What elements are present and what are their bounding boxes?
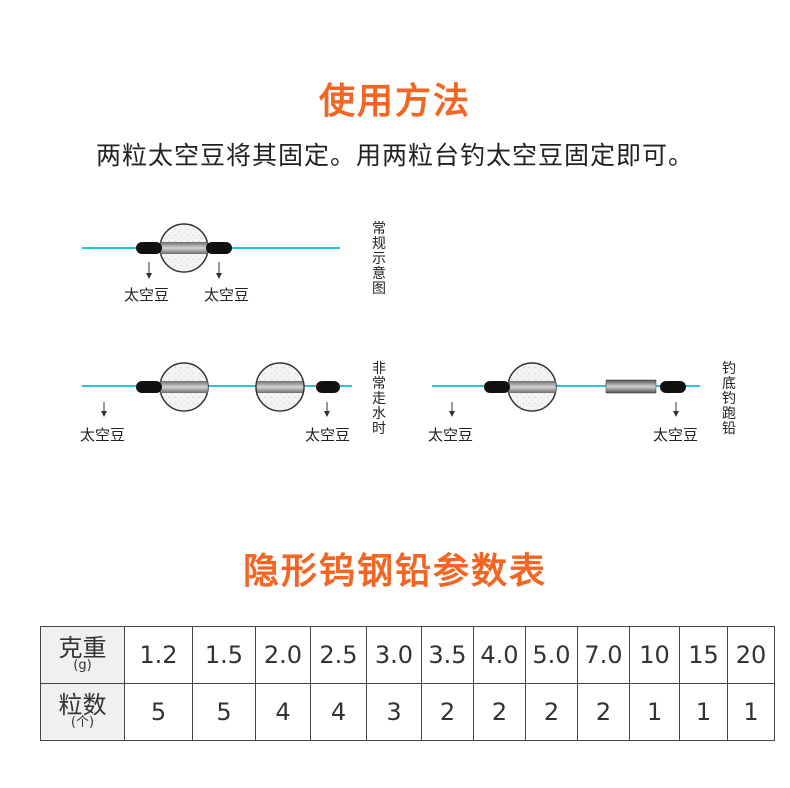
count-cell: 1 [727, 683, 775, 741]
weight-cell: 2.0 [255, 626, 311, 684]
space-bean-label: 太空豆 [80, 426, 126, 444]
weight-unit: (g) [73, 658, 92, 673]
weight-cell: 3.5 [421, 626, 474, 684]
space-bean-right [206, 242, 232, 254]
sinker-sleeve [257, 381, 303, 393]
weight-cell: 1.2 [124, 626, 193, 684]
count-cell: 2 [525, 683, 578, 741]
sinker-tube [605, 379, 657, 394]
space-bean-label: 太空豆 [204, 286, 250, 304]
params-title: 隐形钨钢铅参数表 [242, 551, 547, 592]
weight-cell: 15 [679, 626, 728, 684]
count-cell: 5 [124, 683, 193, 741]
space-bean-left [136, 381, 162, 393]
space-bean-right [316, 381, 340, 393]
arrow-icon [146, 262, 152, 279]
arrow-icon [216, 262, 222, 279]
weight-row: 克重 (g) 1.2 1.5 2.0 2.5 3.0 3.5 4.0 5.0 7… [40, 626, 775, 684]
weight-cell: 3.0 [366, 626, 422, 684]
diagram-caption-regular: 常规示意图 [372, 221, 386, 297]
arrow-icon [101, 402, 107, 417]
weight-cell: 2.5 [310, 626, 367, 684]
sinker-sleeve [160, 242, 208, 254]
diagram-caption-running-water: 非常走水时 [372, 361, 386, 437]
count-cell: 3 [366, 683, 422, 741]
diagram-caption-bottom-fishing: 钓底钓跑铅 [722, 361, 736, 437]
usage-diagrams [82, 223, 700, 417]
sinker-sleeve [508, 381, 556, 393]
space-bean-label: 太空豆 [124, 286, 170, 304]
params-table: 克重 (g) 1.2 1.5 2.0 2.5 3.0 3.5 4.0 5.0 7… [40, 626, 775, 741]
diagram-bottom-fishing [432, 362, 700, 417]
count-cell: 2 [473, 683, 526, 741]
count-cell: 2 [577, 683, 630, 741]
count-unit: (个) [70, 715, 95, 730]
space-bean-right [660, 381, 686, 393]
count-header: 粒数 [58, 691, 107, 719]
arrow-icon [673, 402, 679, 417]
count-cell: 4 [310, 683, 367, 741]
space-bean-label: 太空豆 [428, 426, 474, 444]
diagram-running-water [82, 362, 352, 417]
space-bean-label: 太空豆 [653, 426, 699, 444]
weight-cell: 5.0 [525, 626, 578, 684]
count-header-cell: 粒数 (个) [40, 683, 125, 741]
weight-header: 克重 [58, 634, 107, 662]
usage-title: 使用方法 [318, 81, 471, 122]
weight-cell: 10 [629, 626, 680, 684]
space-bean-left [136, 242, 162, 254]
diagram-regular [82, 223, 340, 279]
arrow-icon [449, 402, 455, 417]
sinker-sleeve [160, 381, 208, 393]
count-cell: 1 [629, 683, 680, 741]
count-cell: 4 [255, 683, 311, 741]
weight-cell: 1.5 [192, 626, 256, 684]
count-cell: 1 [679, 683, 728, 741]
count-cell: 2 [421, 683, 474, 741]
usage-subtitle: 两粒太空豆将其固定。用两粒台钓太空豆固定即可。 [95, 141, 694, 170]
count-cell: 5 [192, 683, 256, 741]
weight-cell: 7.0 [577, 626, 630, 684]
space-bean-left [484, 381, 510, 393]
weight-cell: 20 [727, 626, 775, 684]
arrow-icon [324, 402, 330, 417]
space-bean-label: 太空豆 [305, 426, 351, 444]
count-row: 粒数 (个) 5 5 4 4 3 2 2 2 2 1 1 1 [40, 683, 775, 741]
weight-header-cell: 克重 (g) [40, 626, 125, 684]
weight-cell: 4.0 [473, 626, 526, 684]
